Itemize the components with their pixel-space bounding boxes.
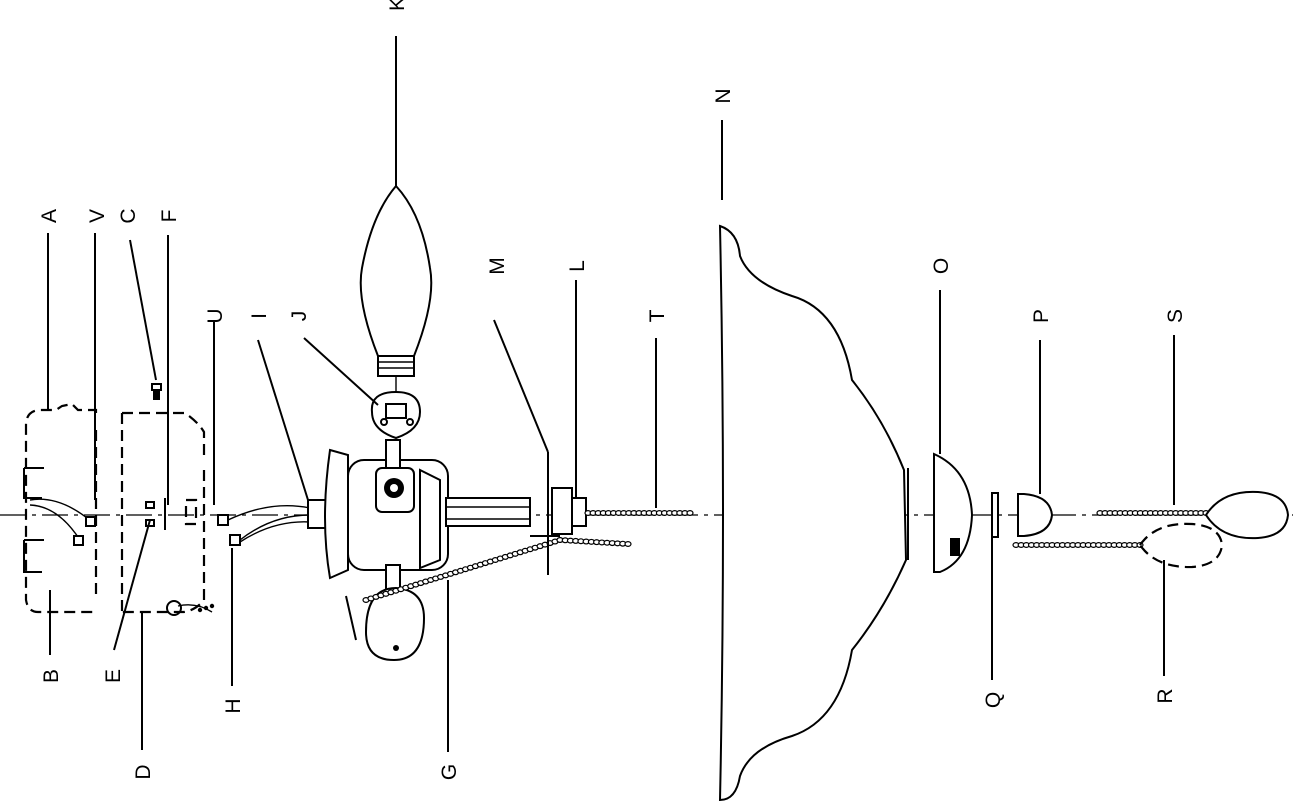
lower-housing-part: [345, 586, 426, 662]
screw-part: [151, 383, 162, 400]
label-k: K: [386, 0, 409, 11]
label-b: B: [40, 669, 63, 683]
chain-s: [1096, 510, 1210, 517]
chain-bead: [686, 510, 694, 517]
label-l: L: [566, 260, 589, 272]
label-v: V: [86, 209, 109, 223]
label-h: H: [222, 698, 245, 713]
label-d: D: [132, 764, 155, 779]
wire-connectors-part: [217, 505, 311, 546]
label-u: U: [204, 308, 227, 323]
pull-weight-r: [1138, 522, 1224, 569]
finial-cap-part: [933, 452, 974, 573]
label-g: G: [438, 764, 461, 780]
label-n: N: [712, 88, 735, 103]
label-f: F: [158, 210, 181, 223]
pull-weight-s: [1204, 490, 1290, 540]
canopy-part: [23, 402, 98, 614]
bulb-part: [359, 184, 433, 392]
fan-motor-part: [324, 439, 531, 591]
mounting-plate-part: [120, 411, 215, 616]
washer-part: [991, 492, 999, 538]
socket-part: [370, 390, 422, 440]
label-i: I: [248, 313, 271, 319]
chain-t: [584, 510, 694, 517]
label-p: P: [1030, 309, 1053, 323]
label-e: E: [102, 669, 125, 683]
label-r: R: [1154, 688, 1177, 703]
bracket-part: [530, 452, 587, 575]
leader-lines: [47, 36, 1175, 752]
label-q: Q: [982, 692, 1005, 708]
chain-bead: [624, 540, 632, 547]
label-t: T: [646, 309, 669, 322]
label-s: S: [1164, 309, 1187, 323]
chain-r: [1012, 541, 1144, 548]
label-c: C: [117, 208, 140, 223]
label-j: J: [288, 311, 311, 322]
glass-bowl-part: [718, 224, 909, 802]
knob-part: [1017, 493, 1054, 537]
pull-chain-g: [362, 536, 632, 603]
label-o: O: [930, 258, 953, 274]
label-a: A: [38, 209, 61, 223]
label-m: M: [486, 257, 509, 275]
